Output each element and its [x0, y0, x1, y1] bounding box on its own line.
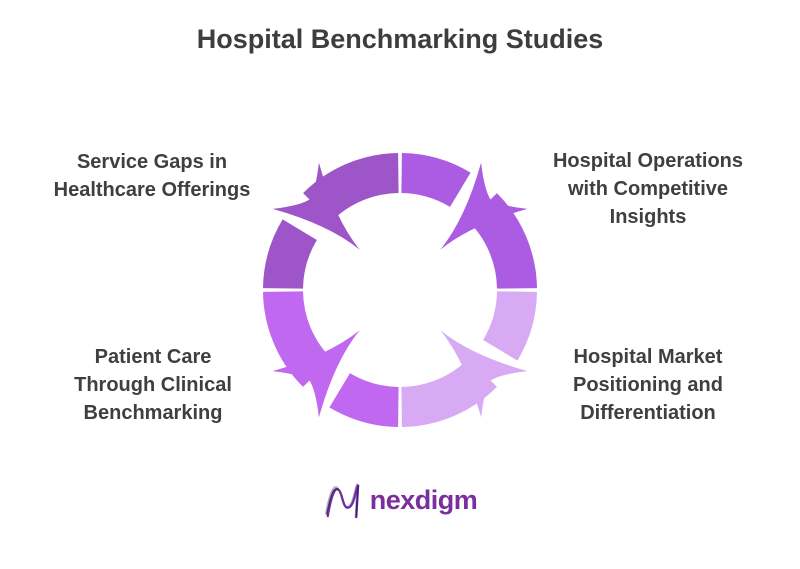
cycle-segment-bottom-right	[401, 291, 537, 427]
arc-band-top-right	[401, 153, 471, 207]
label-line: Hospital Market	[573, 346, 723, 368]
inward-arrow-icon-top-left	[272, 162, 360, 250]
label-line: Healthcare Offerings	[53, 179, 251, 201]
label-line: Service Gaps in	[76, 151, 228, 173]
label-line: Hospital Operations	[552, 150, 744, 172]
label-line: Patient Care	[94, 346, 212, 368]
label-hospital-market: Hospital Market Positioning and Differen…	[533, 343, 763, 427]
arc-band-top-left	[263, 219, 317, 289]
footer-logo: nexdigm	[0, 476, 800, 524]
label-line: with Competitive	[567, 178, 728, 200]
label-line: Benchmarking	[83, 402, 223, 424]
label-line: Differentiation	[580, 402, 716, 424]
label-hospital-operations: Hospital Operations with Competitive Ins…	[533, 147, 763, 231]
label-line: Insights	[609, 206, 687, 228]
arc-band-bottom-right	[483, 291, 537, 361]
cycle-segment-top-right	[401, 153, 537, 289]
inward-arrow-icon-bottom-right	[440, 330, 528, 418]
logo-text: nexdigm	[369, 484, 478, 515]
cycle-segment-top-left	[263, 153, 399, 289]
label-patient-care: Patient Care Through Clinical Benchmarki…	[38, 343, 268, 427]
cycle-segment-bottom-left	[263, 291, 399, 427]
label-service-gaps: Service Gaps in Healthcare Offerings	[37, 148, 267, 204]
inward-arrow-icon-bottom-left	[272, 330, 360, 418]
label-line: Positioning and	[573, 374, 723, 396]
nexdigm-logo-icon	[324, 483, 360, 519]
arc-band-bottom-left	[329, 373, 399, 427]
page-title: Hospital Benchmarking Studies	[196, 24, 604, 54]
inward-arrow-icon-top-right	[440, 162, 528, 250]
label-line: Through Clinical	[74, 374, 232, 396]
